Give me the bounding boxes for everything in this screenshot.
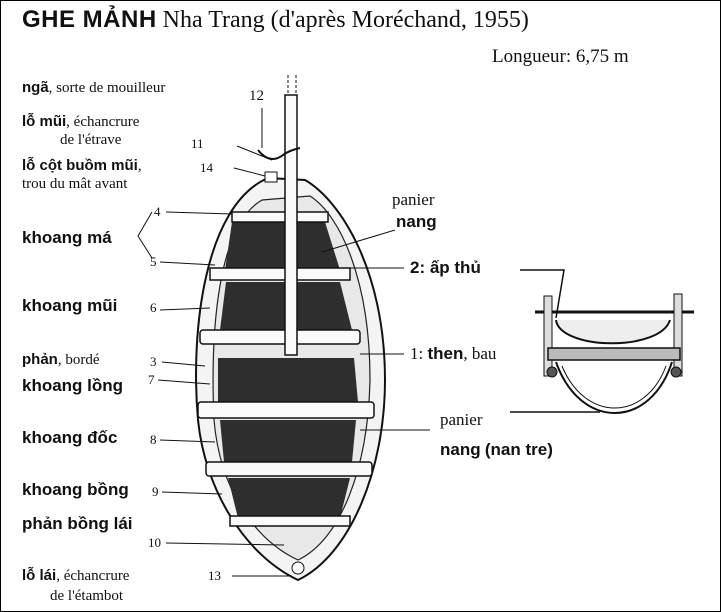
label-khoang-ma: khoang má — [22, 228, 112, 247]
label-nang-top: nang — [396, 212, 437, 231]
label-lo-mui-gloss: de l'étrave — [60, 132, 122, 148]
label-phan-bong-lai: phản bồng lái — [22, 514, 133, 533]
label-khoang-doc: khoang đốc — [22, 428, 118, 447]
label-nang-bottom: nang (nan tre) — [440, 440, 553, 459]
label-phan: phản, bordé — [22, 351, 100, 369]
label-lo-lai-gloss: de l'étambot — [50, 588, 124, 604]
boat-length: Longueur: 6,75 m — [492, 46, 629, 67]
label-khoang-mui: khoang mũi — [22, 296, 118, 315]
mast — [284, 94, 298, 356]
number-4: 4 — [154, 204, 161, 219]
label-panier-top: panier — [392, 190, 435, 209]
label-then-bau: 1: then, bau — [410, 344, 497, 363]
basket-compartments — [218, 222, 358, 518]
number-6: 6 — [150, 300, 157, 315]
number-11: 11 — [191, 136, 204, 151]
cross-beams — [197, 211, 375, 527]
figure-title: GHE MẢNH Nha Trang (d'après Moréchand, 1… — [22, 6, 529, 33]
stern-notch — [291, 561, 305, 575]
number-13: 13 — [208, 568, 221, 583]
number-14: 14 — [200, 160, 213, 175]
label-lo-cot-buom-mui: lỗ cột buồm mũi, — [22, 157, 142, 175]
label-ap-thu: 2: ấp thủ — [410, 258, 481, 277]
label-lo-cot-gloss: trou du mât avant — [22, 176, 128, 192]
label-khoang-bong: khoang bồng — [22, 480, 129, 499]
label-lo-mui: lỗ mũi, échancrure — [22, 113, 140, 131]
number-5: 5 — [150, 254, 157, 269]
label-lo-lai: lỗ lái, échancrure — [22, 567, 130, 585]
label-khoang-long: khoang lồng — [22, 376, 124, 395]
label-nga: ngã, sorte de mouilleur — [22, 79, 166, 97]
number-12: 12 — [249, 88, 264, 104]
label-panier-bottom: panier — [440, 410, 483, 429]
anchor — [257, 147, 301, 160]
number-8: 8 — [150, 432, 157, 447]
number-7: 7 — [148, 372, 155, 387]
number-10: 10 — [148, 535, 161, 550]
cross-section — [510, 269, 694, 414]
number-9: 9 — [152, 484, 159, 499]
number-3: 3 — [150, 354, 157, 369]
